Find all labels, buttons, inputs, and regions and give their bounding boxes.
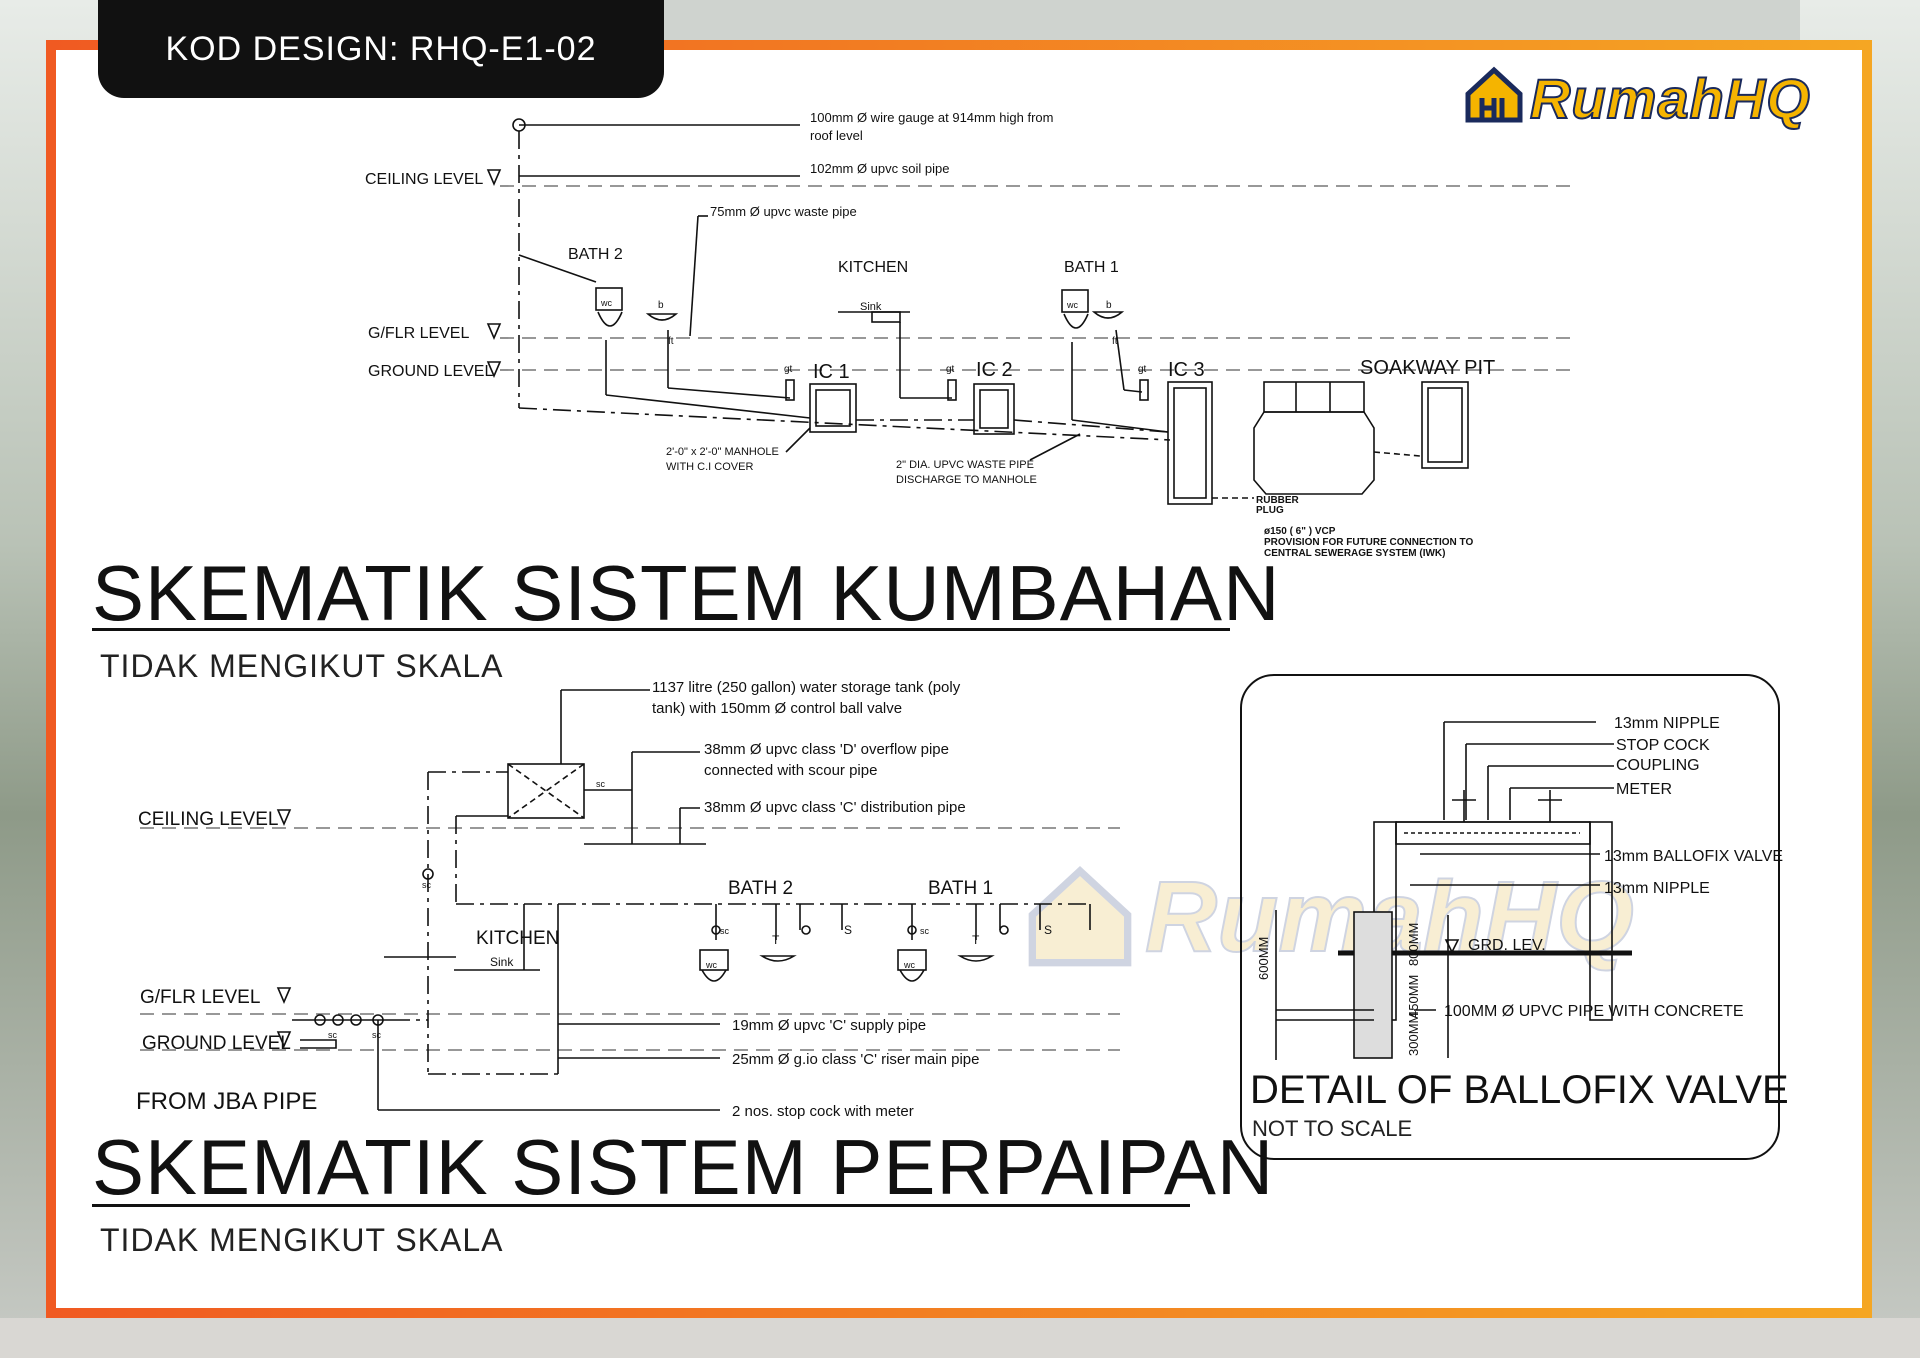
note-wire-gauge-2: roof level <box>810 128 863 143</box>
sewage-gflr-level: G/FLR LEVEL <box>368 325 469 342</box>
piping-sc-riser: sc <box>422 880 432 890</box>
fixture-sink: Sink <box>860 301 882 313</box>
sewage-title-rule <box>92 628 1230 631</box>
brand-logo: RumahHQ <box>1464 64 1860 134</box>
note-distribution: 38mm Ø upvc class 'C' distribution pipe <box>704 799 966 816</box>
note-riser: 25mm Ø g.io class 'C' riser main pipe <box>732 1051 979 1068</box>
note-tank-2: tank) with 150mm Ø control ball valve <box>652 700 902 717</box>
fixture-ft-bath1: ft <box>1112 336 1118 347</box>
note-overflow-2: connected with scour pipe <box>704 762 877 779</box>
piping-room-bath2: BATH 2 <box>728 878 793 899</box>
detail-stop-cock: STOP COCK <box>1616 737 1710 754</box>
note-stopcock: 2 nos. stop cock with meter <box>732 1103 914 1120</box>
note-waste-pipe: 75mm Ø upvc waste pipe <box>710 204 857 219</box>
note-rubber-2: PLUG <box>1256 505 1284 516</box>
note-tank-1: 1137 litre (250 gallon) water storage ta… <box>652 679 961 696</box>
piping-title: SKEMATIK SISTEM PERPAIPAN <box>92 1123 1275 1211</box>
piping-wc-bath2: wc <box>705 960 717 970</box>
fixture-ft-bath2: ft <box>668 336 674 347</box>
fixture-gt-2: gt <box>946 364 955 375</box>
note-vcp-2: PROVISION FOR FUTURE CONNECTION TO <box>1264 537 1473 548</box>
note-overflow-1: 38mm Ø upvc class 'D' overflow pipe <box>704 741 949 758</box>
detail-grd-lev: GRD. LEV. <box>1468 937 1546 954</box>
note-manhole-2: WITH C.I COVER <box>666 461 753 473</box>
chamber-ic1: IC 1 <box>813 361 850 383</box>
ballofix-detail-box <box>1240 674 1780 1160</box>
piping-sink: Sink <box>490 955 514 969</box>
piping-room-bath1: BATH 1 <box>928 878 993 899</box>
chamber-ic3: IC 3 <box>1168 359 1205 381</box>
note-rubber-1: RUBBER <box>1256 495 1300 506</box>
detail-coupling: COUPLING <box>1616 757 1700 774</box>
orange-frame <box>46 40 1872 1318</box>
fixture-basin-bath2: b <box>658 300 664 311</box>
note-soil-pipe: 102mm Ø upvc soil pipe <box>810 161 949 176</box>
brand-name: RumahHQ <box>1529 66 1811 131</box>
drawing-sheet <box>56 50 1862 1308</box>
room-bath2: BATH 2 <box>568 246 623 263</box>
detail-nipple-top: 13mm NIPPLE <box>1614 715 1720 732</box>
piping-room-kitchen: KITCHEN <box>476 928 559 949</box>
note-vcp-3: CENTRAL SEWERAGE SYSTEM (IWK) <box>1264 548 1445 559</box>
chamber-soakway: SOAKWAY PIT <box>1360 357 1495 379</box>
sewage-subtitle: TIDAK MENGIKUT SKALA <box>100 648 504 684</box>
detail-dim-450: 450MM <box>1406 975 1421 1018</box>
room-bath1: BATH 1 <box>1064 259 1119 276</box>
piping-title-rule <box>92 1204 1190 1207</box>
detail-ballofix: 13mm BALLOFIX VALVE <box>1604 848 1783 865</box>
design-code-label: KOD DESIGN: RHQ-E1-02 <box>165 29 597 68</box>
piping-ground-level: GROUND LEVEL <box>142 1033 291 1054</box>
piping-shower-bath2: S <box>844 923 852 937</box>
detail-pipe: 100MM Ø UPVC PIPE WITH CONCRETE <box>1444 1003 1744 1020</box>
fixture-gt-3: gt <box>1138 364 1147 375</box>
piping-sc-meter-1: sc <box>328 1030 338 1040</box>
watermark-house-icon <box>1028 866 1132 967</box>
piping-tap-bath1: T <box>972 933 980 947</box>
note-manhole-1: 2'-0" x 2'-0" MANHOLE <box>666 446 779 458</box>
piping-shower-bath1: S <box>1044 923 1052 937</box>
detail-title: DETAIL OF BALLOFIX VALVE <box>1250 1068 1789 1112</box>
detail-dim-300: 300MM <box>1406 1013 1421 1056</box>
note-discharge-1: 2" DIA. UPVC WASTE PIPE <box>896 459 1034 471</box>
background-road <box>0 1318 1920 1358</box>
note-vcp-1: ø150 ( 6" ) VCP <box>1264 526 1336 537</box>
sewage-title: SKEMATIK SISTEM KUMBAHAN <box>92 549 1281 637</box>
source-jba-pipe: FROM JBA PIPE <box>136 1088 317 1115</box>
note-supply: 19mm Ø upvc 'C' supply pipe <box>732 1017 926 1034</box>
detail-meter: METER <box>1616 781 1672 798</box>
chamber-ic2: IC 2 <box>976 359 1013 381</box>
detail-subtitle: NOT TO SCALE <box>1252 1116 1413 1141</box>
fixture-wc-bath2: wc <box>600 298 612 308</box>
detail-dim-800: 800MM <box>1406 923 1421 966</box>
fixture-gt-1: gt <box>784 364 793 375</box>
piping-sc-tank: sc <box>596 779 606 789</box>
piping-sc-bath1: sc <box>920 926 930 936</box>
piping-ceiling-level: CEILING LEVEL <box>138 809 278 830</box>
piping-wc-bath1: wc <box>903 960 915 970</box>
fixture-basin-bath1: b <box>1106 300 1112 311</box>
piping-gflr-level: G/FLR LEVEL <box>140 987 260 1008</box>
piping-subtitle: TIDAK MENGIKUT SKALA <box>100 1222 504 1258</box>
piping-sc-bath2: sc <box>720 926 730 936</box>
room-kitchen: KITCHEN <box>838 259 908 276</box>
note-discharge-2: DISCHARGE TO MANHOLE <box>896 474 1037 486</box>
detail-dim-600: 600MM <box>1256 937 1271 980</box>
note-wire-gauge-1: 100mm Ø wire gauge at 914mm high from <box>810 110 1054 125</box>
fixture-wc-bath1: wc <box>1066 300 1078 310</box>
design-code-tab: KOD DESIGN: RHQ-E1-02 <box>98 0 664 98</box>
piping-sc-meter-2: sc <box>372 1030 382 1040</box>
piping-tap-bath2: T <box>772 933 780 947</box>
house-logo-icon <box>1465 66 1523 123</box>
sewage-ground-level: GROUND LEVEL <box>368 363 493 380</box>
detail-nipple-bottom: 13mm NIPPLE <box>1604 880 1710 897</box>
sewage-ceiling-level: CEILING LEVEL <box>365 171 483 188</box>
